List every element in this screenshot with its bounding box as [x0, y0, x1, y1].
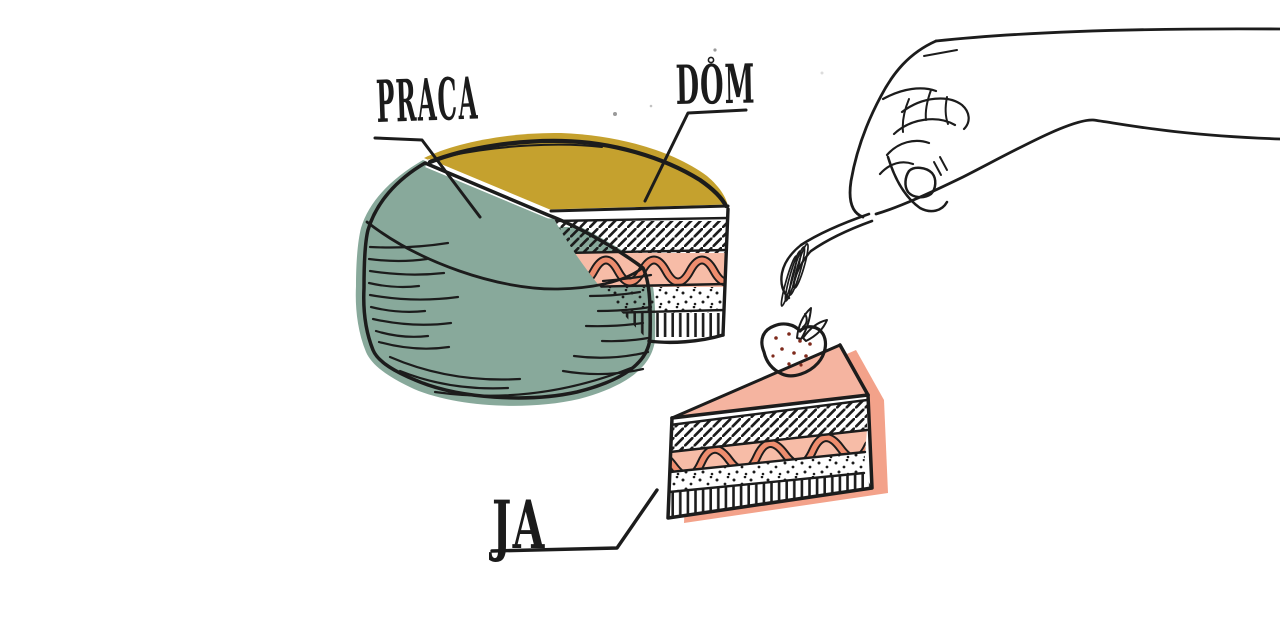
mustard-bottom-edge — [549, 204, 730, 213]
mustard-sketch-line — [447, 143, 603, 157]
fork-handle — [809, 219, 874, 253]
thumb-outline — [886, 155, 949, 213]
leader-line-dom — [643, 108, 748, 203]
pie-cake-chart — [355, 132, 730, 406]
hand-with-fork — [780, 27, 1280, 328]
slice-layer-hatch — [670, 400, 867, 452]
svg-text:PRACA: PRACA — [375, 65, 479, 136]
svg-text:JA: JA — [488, 485, 545, 563]
strawberry-leaf — [796, 307, 812, 340]
slice-outline — [666, 343, 874, 520]
wrist-crease — [923, 49, 958, 57]
strawberry — [760, 307, 828, 378]
fork-handle — [799, 212, 871, 247]
slice-cream-wave — [670, 433, 867, 472]
strawberry-seeds — [771, 332, 812, 367]
leader-line-praca — [373, 136, 482, 219]
cake-face-right-edge — [721, 207, 730, 337]
ink-specks — [613, 48, 824, 116]
cake-slice-ja — [666, 307, 888, 523]
thumb-nail — [904, 166, 937, 199]
curled-fingers — [878, 87, 970, 176]
layer-hatch — [551, 221, 728, 253]
chart-labels: PRACA DOM JA — [373, 53, 756, 564]
strawberry-leaf — [802, 319, 828, 342]
slice-layer-dots — [669, 452, 865, 492]
forearm-top-line — [934, 27, 1280, 43]
strawberry-body — [760, 322, 828, 378]
fork-head-outer — [780, 243, 803, 300]
forearm-bottom-line — [874, 118, 1280, 216]
fork-flick-mark — [802, 313, 808, 328]
fork — [780, 212, 874, 328]
label-dom: DOM — [675, 53, 756, 118]
label-ja: JA — [488, 485, 545, 563]
segment-dom — [424, 132, 729, 214]
mustard-top-arc — [427, 138, 729, 209]
fork-tines — [780, 243, 809, 307]
slice-front-face — [668, 395, 872, 518]
leader-line-ja — [490, 488, 659, 553]
dom-o-flourish — [707, 56, 715, 64]
hand-back-contour — [848, 39, 938, 219]
cake-face-bottom-edge — [647, 333, 725, 345]
thumb-creases — [933, 156, 948, 176]
teal-texture-lines — [367, 241, 653, 397]
svg-text:DOM: DOM — [675, 53, 756, 118]
slice-layer-stripes — [668, 473, 872, 518]
label-praca: PRACA — [375, 65, 479, 136]
